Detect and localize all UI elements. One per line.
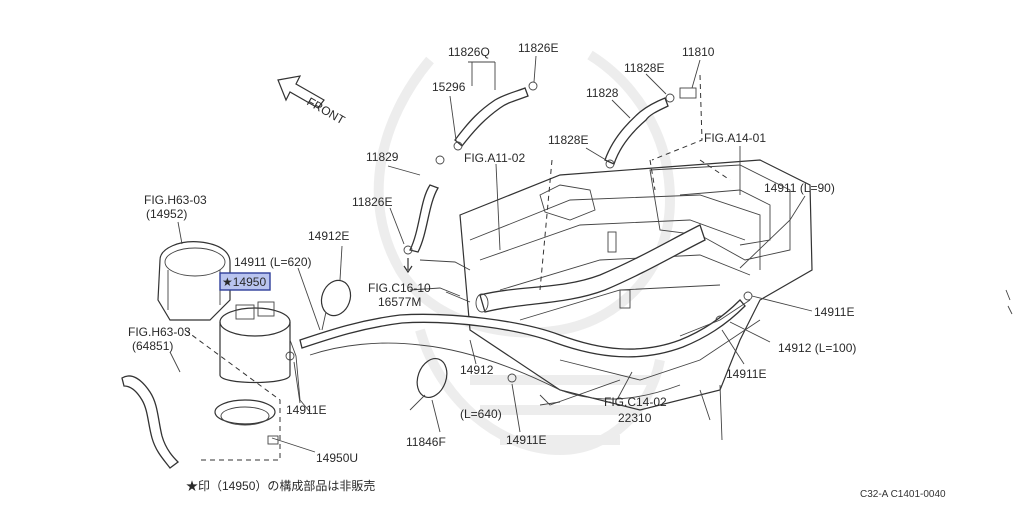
label-fig-h63-03-left[interactable]: FIG.H63-03 xyxy=(128,325,191,339)
edge-mark xyxy=(1005,289,1013,315)
tie-11846f xyxy=(409,358,448,411)
hose-11826q xyxy=(454,87,529,147)
clip-14912e xyxy=(320,279,352,331)
reference-lines xyxy=(184,74,731,461)
footnote: ★印（14950）の構成部品は非販売 xyxy=(186,478,375,493)
canister-assembly xyxy=(121,241,311,469)
front-arrow: FRONT xyxy=(277,75,348,128)
label-11810[interactable]: 11810 xyxy=(682,45,715,59)
label-14912-l100[interactable]: 14912 (L=100) xyxy=(778,341,856,355)
label-11826e-top[interactable]: 11826E xyxy=(518,41,558,55)
down-arrow xyxy=(403,258,413,274)
label-11826e-left[interactable]: 11826E xyxy=(352,195,392,209)
label-fig-a11-02[interactable]: FIG.A11-02 xyxy=(464,151,525,165)
label-14911e-mid[interactable]: 14911E xyxy=(726,367,766,381)
label-11828e-top[interactable]: 11828E xyxy=(624,61,664,75)
label-14911e-right[interactable]: 14911E xyxy=(814,305,854,319)
label-22310[interactable]: 22310 xyxy=(618,411,652,425)
diagram-code: C32-A C1401-0040 xyxy=(860,489,946,500)
front-label: FRONT xyxy=(305,94,348,127)
label-11846f[interactable]: 11846F xyxy=(406,435,446,449)
engine-assembly xyxy=(459,159,813,441)
label-fig-c14-02[interactable]: FIG.C14-02 xyxy=(604,395,667,409)
label-14912-l640[interactable]: (L=640) xyxy=(460,407,502,421)
hose-11829 xyxy=(409,184,439,253)
leader-lines xyxy=(169,55,813,453)
label-15296[interactable]: 15296 xyxy=(432,80,466,94)
label-14950u[interactable]: 14950U xyxy=(316,451,358,465)
highlight-14950 xyxy=(219,272,271,291)
hose-11828 xyxy=(604,97,669,165)
label-14911e-left[interactable]: 14911E xyxy=(286,403,326,417)
label-14912[interactable]: 14912 xyxy=(460,363,494,377)
label-16577m[interactable]: 16577M xyxy=(378,295,421,309)
label-fig-a14-01[interactable]: FIG.A14-01 xyxy=(704,131,766,145)
label-14911-l90[interactable]: 14911 (L=90) xyxy=(764,181,835,195)
vapor-lines xyxy=(299,259,751,406)
label-11828e-mid[interactable]: 11828E xyxy=(548,133,588,147)
label-11828[interactable]: 11828 xyxy=(586,86,619,100)
label-14911e-bottom[interactable]: 14911E xyxy=(506,433,546,447)
label-64851[interactable]: (64851) xyxy=(132,339,173,353)
part-labels: 11826Q 11826E 11810 11828E 15296 11828 1… xyxy=(128,41,856,465)
label-14950[interactable]: ★14950 xyxy=(222,275,266,289)
label-fig-h63-03-top[interactable]: FIG.H63-03 xyxy=(144,193,207,207)
label-14912e[interactable]: 14912E xyxy=(308,229,349,243)
watermark-emblem xyxy=(373,50,676,456)
label-11829[interactable]: 11829 xyxy=(366,150,399,164)
label-14911-l620[interactable]: 14911 (L=620) xyxy=(234,255,312,269)
label-fig-c16-10[interactable]: FIG.C16-10 xyxy=(368,281,431,295)
label-14952[interactable]: (14952) xyxy=(146,207,187,221)
label-11826q[interactable]: 11826Q xyxy=(448,45,490,59)
